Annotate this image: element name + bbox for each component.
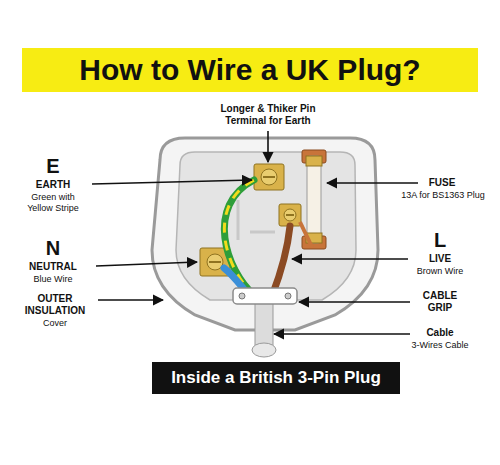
leader-arrow: [274, 333, 410, 335]
wire-colour: Blue Wire: [20, 274, 86, 285]
earth-wire-stripe: [224, 180, 255, 296]
leader-arrow: [299, 301, 410, 303]
terminal-screw: [261, 169, 277, 185]
leader-arrow: [327, 182, 418, 184]
part-name: Cable: [410, 327, 470, 339]
part-note: Cover: [25, 318, 85, 329]
fuse-body: [307, 156, 321, 243]
wire-name: EARTH: [18, 179, 88, 191]
wire-name: NEUTRAL: [18, 261, 88, 273]
terminal-letter: L: [420, 228, 460, 252]
screw-slot: [209, 261, 221, 263]
fuse-strip: [300, 222, 312, 247]
wire-name: LIVE: [410, 253, 470, 265]
part-name: FUSE: [412, 177, 472, 189]
grip-screw: [285, 293, 291, 299]
screw-slot: [286, 214, 294, 216]
cable-end: [252, 343, 276, 357]
terminal-letter: E: [33, 154, 73, 178]
title-band: How to Wire a UK Plug?: [22, 48, 478, 92]
caption-band: Inside a British 3-Pin Plug: [152, 362, 400, 394]
plug-rib: [238, 200, 275, 240]
earth-wire: [224, 180, 255, 296]
leader-arrow: [292, 258, 408, 260]
terminal-screw: [284, 209, 296, 221]
wire-colour: Brown Wire: [405, 266, 475, 277]
cable-grip: [233, 288, 297, 304]
part-note: 3-Wires Cable: [400, 340, 480, 351]
leader-arrow: [96, 262, 197, 266]
leader-arrow: [98, 299, 163, 301]
pin-note: Longer & Thiker Pin Terminal for Earth: [212, 103, 324, 127]
part-name: CABLE GRIP: [416, 290, 464, 314]
terminal-letter: N: [33, 236, 73, 260]
part-name: OUTER INSULATION: [19, 293, 91, 317]
fuse-cap: [306, 156, 322, 166]
live-wire: [272, 226, 290, 296]
grip-screw: [239, 293, 245, 299]
fuse-rating: 13A for BS1363 Plug: [393, 190, 493, 201]
earth-terminal: [254, 164, 284, 190]
caption-text: Inside a British 3-Pin Plug: [171, 368, 381, 388]
plug-recess: [176, 152, 356, 300]
wire-colour: Green with Yellow Stripe: [20, 192, 86, 214]
title-text: How to Wire a UK Plug?: [79, 53, 420, 88]
leader-arrow: [92, 180, 252, 184]
screw-slot: [263, 176, 275, 178]
leader-arrow: [267, 131, 269, 162]
